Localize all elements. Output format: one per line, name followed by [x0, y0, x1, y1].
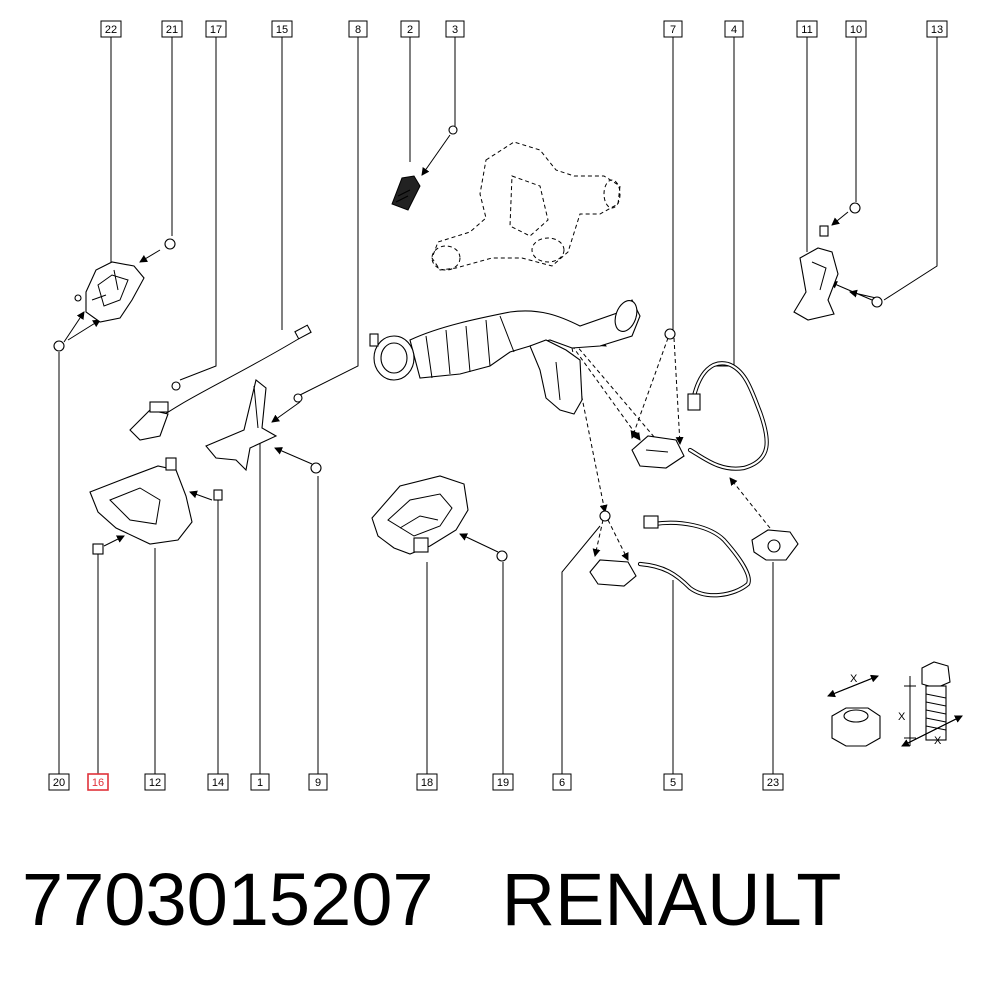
bracket-11-part — [793, 225, 839, 321]
heat-shield-18-part — [371, 475, 469, 555]
callout-label: 6 — [559, 777, 565, 789]
oxygen-sensor-4-part — [631, 361, 769, 471]
callout-11[interactable]: 11 — [796, 20, 818, 38]
callout-18[interactable]: 18 — [416, 773, 438, 791]
callout-23[interactable]: 23 — [762, 773, 784, 791]
assembly-arrows — [63, 134, 877, 561]
part-number: 7703015207 — [22, 858, 434, 941]
brand-name: RENAULT — [501, 858, 842, 941]
callout-3[interactable]: 3 — [445, 20, 465, 38]
callout-10[interactable]: 10 — [845, 20, 867, 38]
callout-5[interactable]: 5 — [663, 773, 683, 791]
callout-20[interactable]: 20 — [48, 773, 70, 791]
callout-7[interactable]: 7 — [663, 20, 683, 38]
callout-label: 22 — [105, 24, 117, 36]
callout-label: 1 — [257, 777, 263, 789]
dimension-x-label-nut: X — [850, 673, 858, 685]
callout-label: 19 — [497, 777, 509, 789]
callout-8[interactable]: 8 — [348, 20, 368, 38]
callout-16[interactable]: 16 — [87, 773, 109, 791]
clip-23-part — [751, 529, 799, 561]
bracket-1-part — [205, 379, 303, 472]
nut-6-part — [599, 510, 611, 522]
callout-label: 21 — [166, 24, 178, 36]
manifold-housing-part — [431, 141, 621, 271]
callout-label: 2 — [407, 24, 413, 36]
callout-9[interactable]: 9 — [308, 773, 328, 791]
callout-label: 3 — [452, 24, 458, 36]
callout-label: 17 — [210, 24, 222, 36]
callout-label: 20 — [53, 777, 65, 789]
bracket-12-part — [89, 457, 193, 545]
dimension-x-label-length: X — [898, 711, 906, 723]
callout-label: 10 — [850, 24, 862, 36]
callout-label: 23 — [767, 777, 779, 789]
callout-22[interactable]: 22 — [100, 20, 122, 38]
downpipe-part — [369, 299, 641, 415]
heat-shield-part — [74, 261, 145, 323]
bolt-10-part — [849, 202, 861, 214]
sensor-cable-part — [129, 324, 312, 441]
oxygen-sensor-5-part — [589, 515, 751, 598]
callout-label: 12 — [149, 777, 161, 789]
callout-14[interactable]: 14 — [207, 773, 229, 791]
nut-19-part — [496, 550, 508, 562]
callout-label: 16 — [92, 777, 104, 789]
callout-label: 15 — [276, 24, 288, 36]
leader-lines — [58, 37, 938, 776]
callout-label: 13 — [931, 24, 943, 36]
callout-1[interactable]: 1 — [250, 773, 270, 791]
callout-label: 5 — [670, 777, 676, 789]
callout-15[interactable]: 15 — [271, 20, 293, 38]
nut-20-part — [53, 340, 65, 352]
callout-6[interactable]: 6 — [552, 773, 572, 791]
nut-3-part — [448, 125, 458, 135]
nut-7-part — [664, 328, 676, 340]
callout-12[interactable]: 12 — [144, 773, 166, 791]
callout-2[interactable]: 2 — [400, 20, 420, 38]
callout-label: 18 — [421, 777, 433, 789]
callout-21[interactable]: 21 — [161, 20, 183, 38]
callout-13[interactable]: 13 — [926, 20, 948, 38]
nut-13-part — [871, 296, 883, 308]
part-caption: 7703015207 RENAULT — [22, 855, 909, 945]
bolt-16-part — [92, 543, 104, 568]
callout-19[interactable]: 19 — [492, 773, 514, 791]
nut-9-part — [310, 462, 322, 474]
callout-label: 7 — [670, 24, 676, 36]
callout-label: 9 — [315, 777, 321, 789]
sensor-2-part — [391, 175, 421, 211]
callout-17[interactable]: 17 — [205, 20, 227, 38]
nut-21-part — [164, 238, 176, 250]
dimension-legend: X X X — [827, 661, 963, 747]
callout-4[interactable]: 4 — [724, 20, 744, 38]
callout-label: 14 — [212, 777, 224, 789]
callout-label: 4 — [731, 24, 737, 36]
bolt-14-part — [213, 489, 223, 510]
dimension-x-label-thread: X — [934, 735, 942, 747]
callout-label: 8 — [355, 24, 361, 36]
callout-label: 11 — [801, 24, 812, 36]
